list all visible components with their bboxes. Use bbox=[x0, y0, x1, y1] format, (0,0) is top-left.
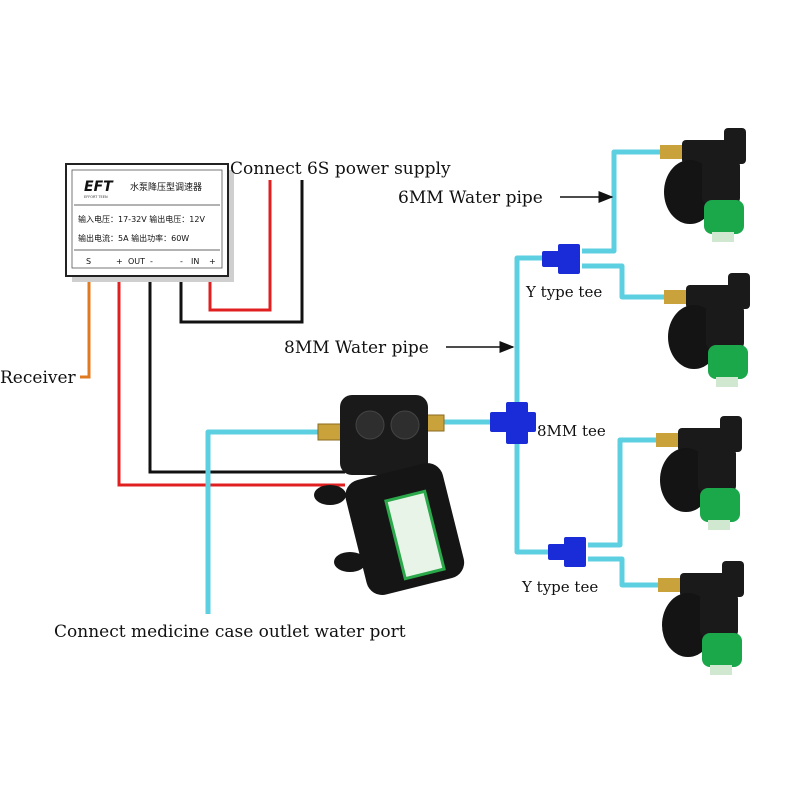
terminal-in-plus: + bbox=[209, 257, 216, 266]
nozzle-neck bbox=[706, 305, 744, 349]
nozzle-tip bbox=[708, 520, 730, 530]
inlet-pipe bbox=[205, 429, 320, 614]
terminal-s: S bbox=[86, 257, 91, 266]
nozzle-cap-top bbox=[720, 416, 742, 446]
label-6mm-pipe: 6MM Water pipe bbox=[398, 188, 543, 208]
label-8mm-pipe: 8MM Water pipe bbox=[284, 338, 429, 358]
pipe-6mm-d bbox=[588, 556, 658, 588]
nozzle-cap-top bbox=[722, 561, 744, 591]
label-y-tee-bottom: Y type tee bbox=[521, 578, 598, 596]
terminal-out-minus: - bbox=[150, 257, 153, 266]
nozzle-cap-top bbox=[728, 273, 750, 303]
terminal-out: OUT bbox=[128, 257, 145, 266]
label-medicine-case: Connect medicine case outlet water port bbox=[54, 622, 406, 642]
label-power-supply: Connect 6S power supply bbox=[230, 159, 451, 179]
module-label-border bbox=[71, 169, 223, 269]
nozzle-brass bbox=[658, 578, 686, 592]
pump-head-detail-1 bbox=[355, 410, 385, 440]
terminal-out-plus: + bbox=[116, 257, 123, 266]
terminal-in-minus: - bbox=[180, 257, 183, 266]
module-title: 水泵降压型调速器 bbox=[130, 181, 202, 193]
nozzle-cap-top bbox=[724, 128, 746, 158]
label-receiver: Receiver bbox=[0, 368, 77, 388]
pump-foot-bottom bbox=[334, 552, 366, 572]
pump-wire-red bbox=[117, 275, 345, 487]
nozzle-2 bbox=[664, 273, 750, 387]
nozzle-green-cap bbox=[704, 200, 744, 234]
water-pump bbox=[314, 395, 465, 595]
pipe-6mm-b bbox=[582, 263, 664, 300]
nozzle-green-cap bbox=[708, 345, 748, 379]
signal-wire-orange bbox=[80, 275, 91, 379]
label-8mm-tee: 8MM tee bbox=[537, 422, 606, 440]
pipe-6mm-c bbox=[588, 437, 656, 548]
nozzle-1 bbox=[660, 128, 746, 242]
nozzle-3 bbox=[656, 416, 742, 530]
terminal-in: IN bbox=[191, 257, 199, 266]
module-spec-1: 输入电压：17-32V 输出电压：12V bbox=[78, 214, 205, 224]
nozzle-green-cap bbox=[700, 488, 740, 522]
label-y-tee-top: Y type tee bbox=[525, 283, 602, 301]
nozzle-brass bbox=[664, 290, 692, 304]
module-brand-sub: EFFORT TEEN bbox=[84, 195, 108, 199]
pump-label bbox=[384, 489, 446, 581]
nozzle-brass bbox=[656, 433, 684, 447]
tees bbox=[490, 244, 586, 567]
power-wire-black bbox=[179, 180, 304, 324]
nozzle-4 bbox=[658, 561, 744, 675]
pump-head-detail-2 bbox=[390, 410, 420, 440]
pump-wire-black bbox=[148, 275, 345, 474]
nozzle-neck bbox=[700, 593, 738, 637]
pipe-8mm-vertical-lower bbox=[514, 436, 550, 555]
tee-8mm-stem bbox=[506, 402, 528, 444]
y-tee-bottom-stem bbox=[564, 537, 586, 567]
module-box bbox=[65, 163, 229, 277]
y-tee-top-stem bbox=[558, 244, 580, 274]
nozzle-neck bbox=[702, 160, 740, 204]
nozzle-tip bbox=[716, 377, 738, 387]
module-spec-2: 输出电流：5A 输出功率：60W bbox=[78, 233, 189, 243]
pipe-6mm-a bbox=[582, 149, 660, 254]
pump-foot-left bbox=[314, 485, 346, 505]
power-wire-red bbox=[208, 180, 272, 312]
nozzle-tip bbox=[710, 665, 732, 675]
nozzle-brass bbox=[660, 145, 688, 159]
pipe-8mm-vertical bbox=[514, 255, 545, 408]
wires bbox=[80, 180, 345, 487]
nozzle-neck bbox=[698, 448, 736, 492]
nozzle-tip bbox=[712, 232, 734, 242]
module-brand: EFT bbox=[84, 179, 114, 195]
water-pipes bbox=[205, 149, 664, 614]
controller-module: EFT EFFORT TEEN 水泵降压型调速器 输入电压：17-32V 输出电… bbox=[65, 163, 234, 282]
nozzle-green-cap bbox=[702, 633, 742, 667]
